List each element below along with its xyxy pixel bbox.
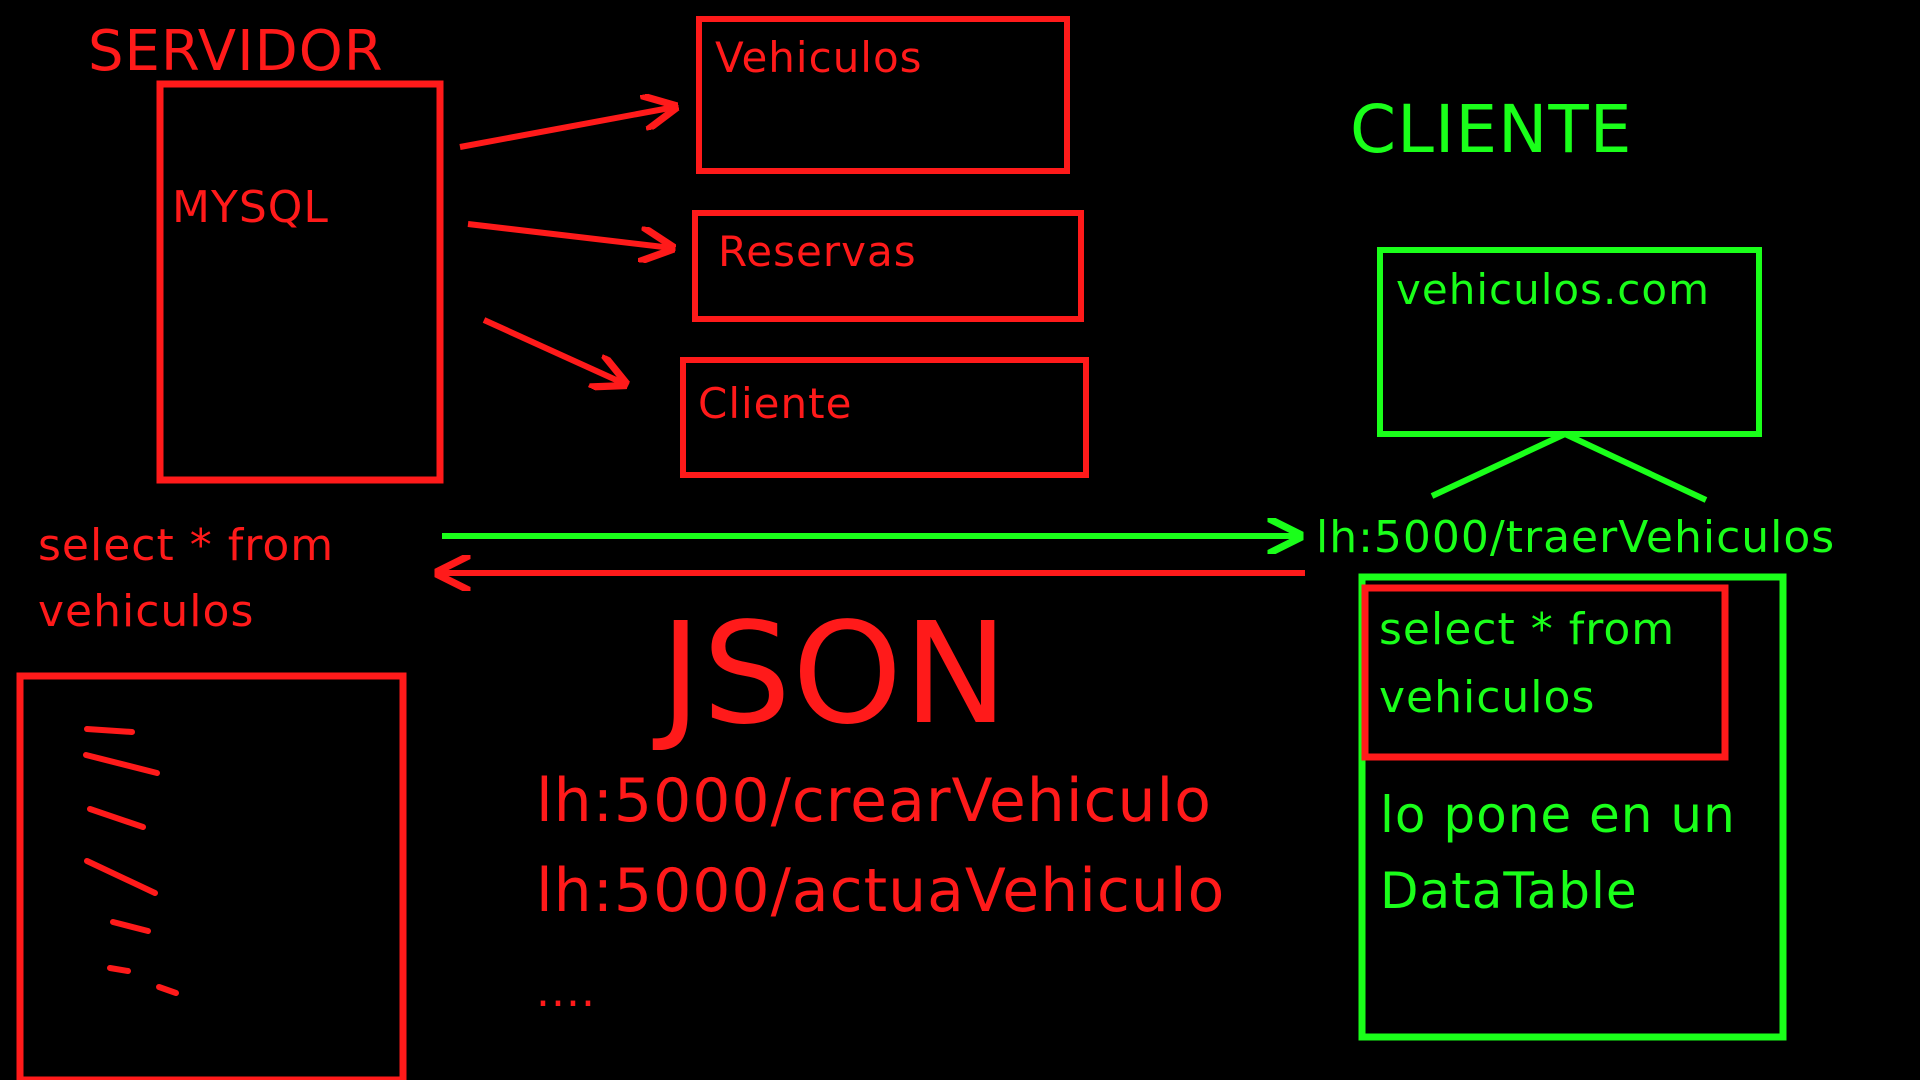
row-stroke — [84, 726, 135, 735]
endpoint-ellipsis: .... — [536, 966, 596, 1017]
table-label-vehiculos: Vehiculos — [715, 33, 923, 82]
endpoint-actua: lh:5000/actuaVehiculo — [536, 856, 1225, 926]
endpoint-crear: lh:5000/crearVehiculo — [536, 766, 1212, 836]
website-label: vehiculos.com — [1396, 265, 1710, 314]
table-label-reservas: Reservas — [718, 227, 917, 276]
server-query-line-2: vehiculos — [38, 586, 254, 637]
row-stroke — [107, 965, 131, 974]
client-query-line-2: vehiculos — [1379, 672, 1595, 723]
request-url: lh:5000/traerVehiculos — [1316, 512, 1835, 563]
json-format-label: JSON — [652, 593, 1009, 756]
arrow-db-to-reservas — [467, 221, 672, 248]
table-label-cliente: Cliente — [698, 379, 852, 428]
client-query-line-1: select * from — [1379, 604, 1675, 655]
row-stroke — [83, 752, 160, 776]
server-query-line-1: select * from — [38, 520, 334, 571]
row-stroke — [156, 984, 179, 996]
client-heading: CLIENTE — [1350, 91, 1632, 168]
table-box-cliente — [680, 357, 1089, 478]
arrow-db-to-vehiculos — [459, 107, 675, 150]
connector-right — [1563, 431, 1708, 503]
client-note-line-2: DataTable — [1380, 862, 1638, 920]
client-query-box — [1361, 584, 1729, 761]
mysql-database-box — [156, 80, 444, 484]
row-stroke — [84, 858, 158, 896]
client-note-line-1: lo pone en un — [1380, 786, 1736, 844]
server-heading: SERVIDOR — [88, 19, 384, 84]
table-box-reservas — [692, 210, 1084, 322]
table-box-vehiculos — [696, 16, 1070, 174]
connector-left — [1430, 431, 1567, 499]
arrow-db-to-cliente — [482, 317, 625, 384]
row-stroke — [110, 919, 151, 934]
mysql-label: MYSQL — [172, 182, 329, 233]
result-row-strokes — [83, 726, 179, 996]
row-stroke — [87, 806, 146, 830]
result-rows-box — [16, 672, 407, 1080]
client-result-box — [1358, 573, 1787, 1041]
